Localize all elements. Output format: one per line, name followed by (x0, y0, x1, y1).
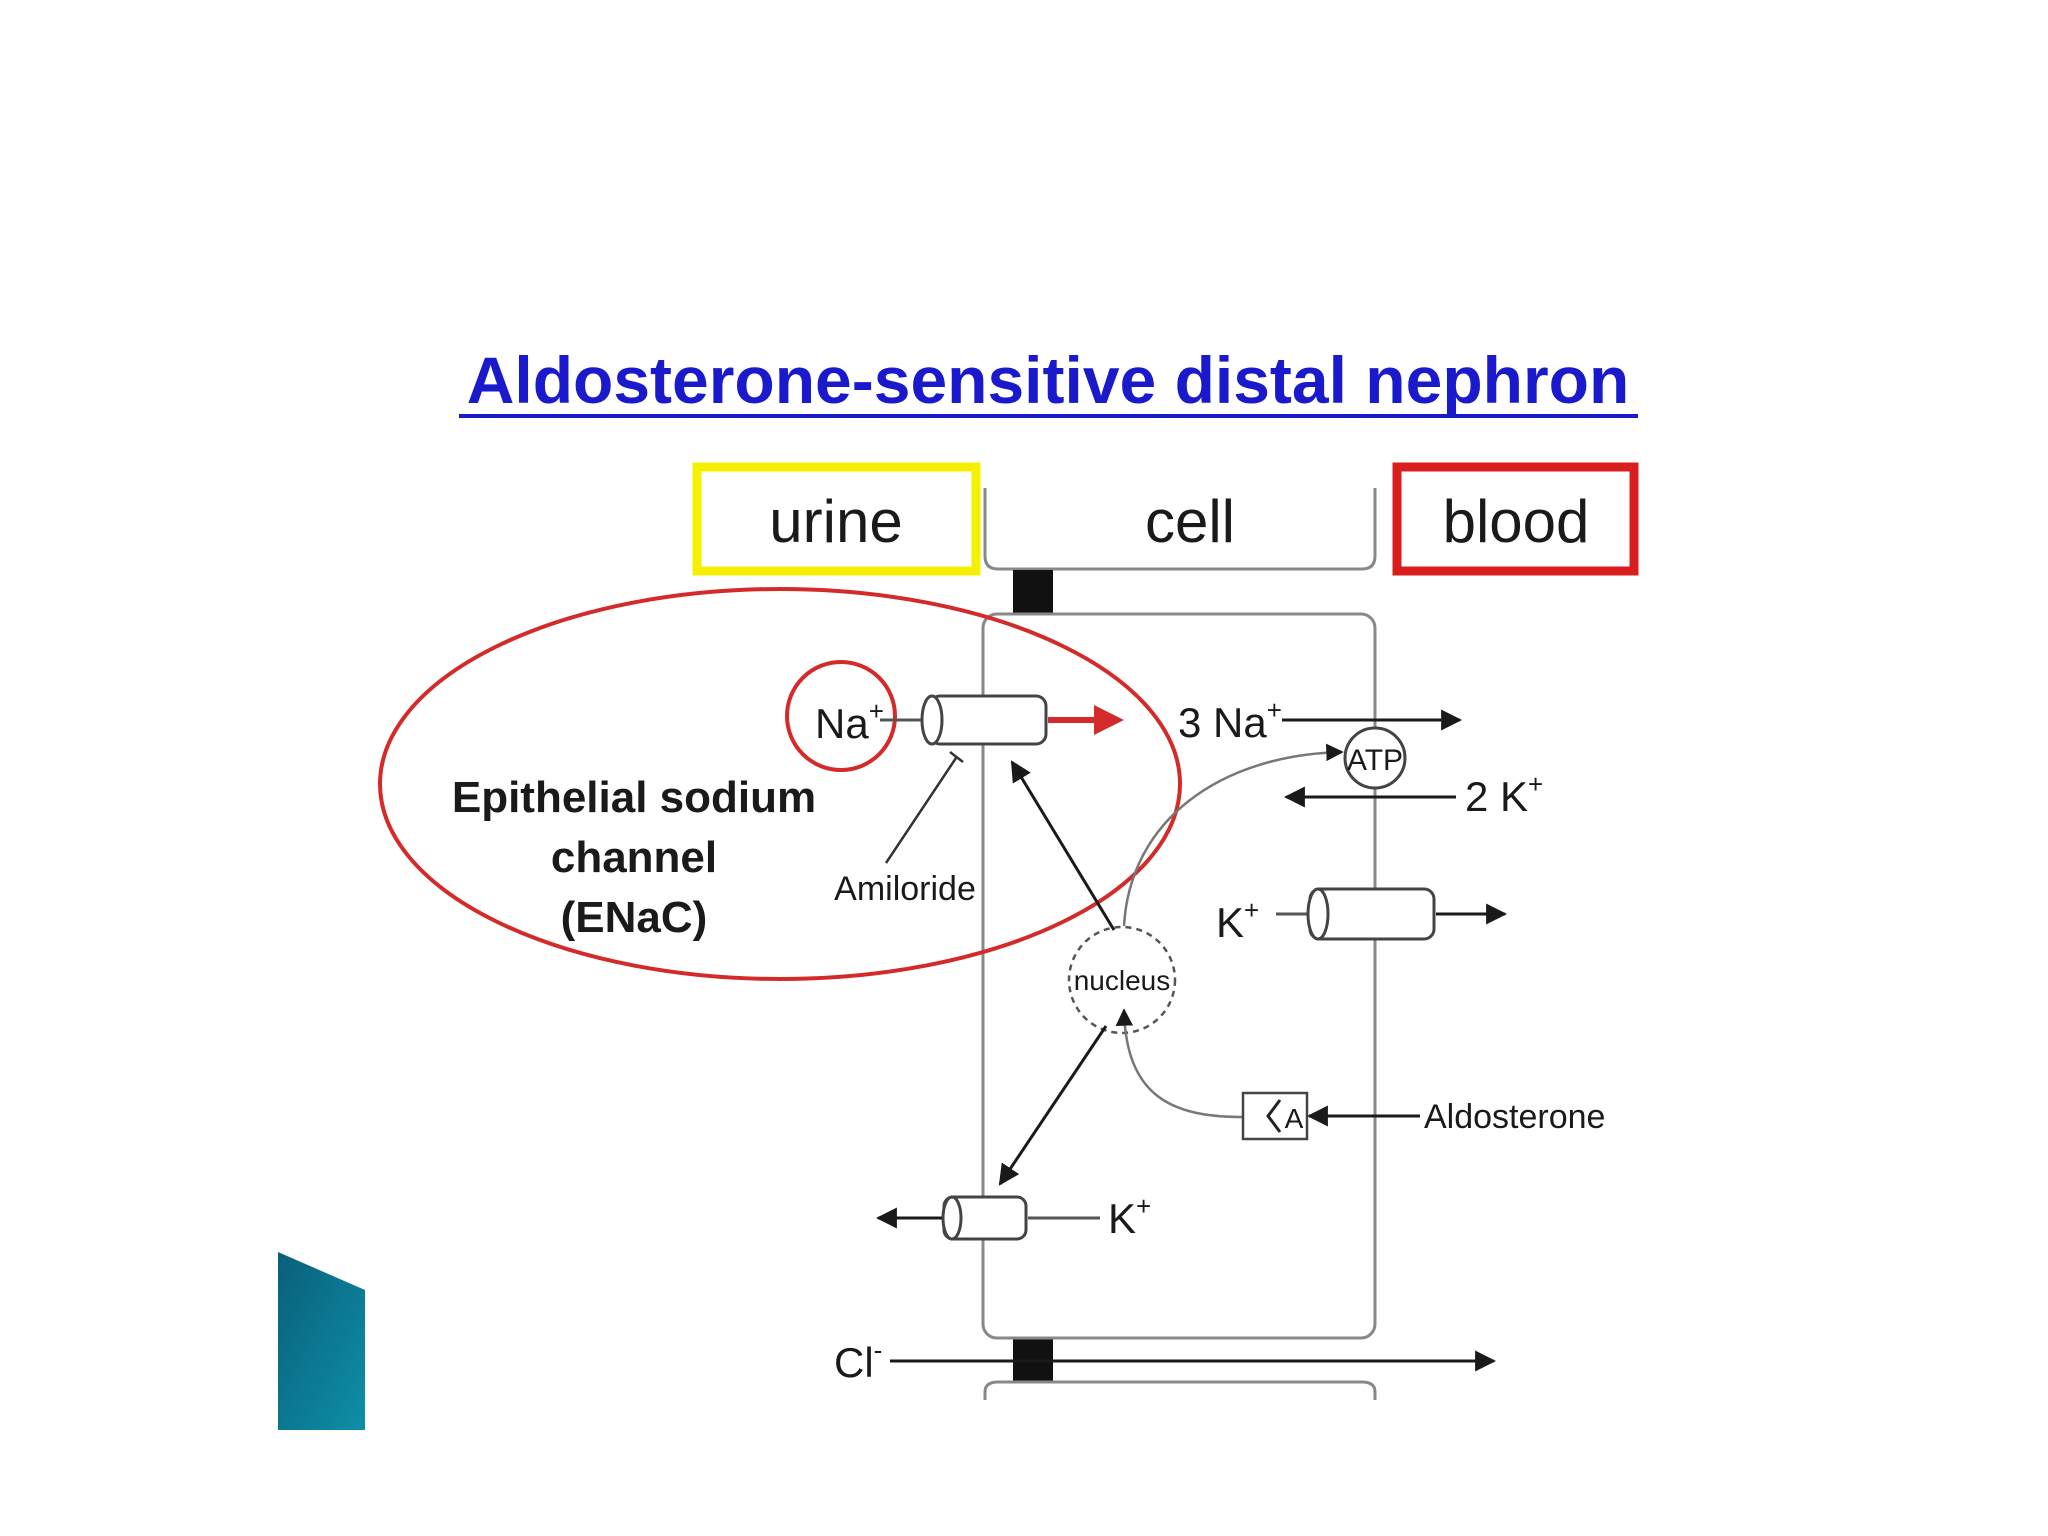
cell-outline (981, 612, 1377, 1340)
enac-label-line3: (ENaC) (561, 893, 708, 942)
k-apical-channel (941, 1195, 1028, 1241)
page-title: Aldosterone-sensitive distal nephron (467, 343, 1630, 417)
k-apical-label: K+ (1108, 1191, 1151, 1242)
amiloride-arrow (884, 757, 958, 864)
enac-label-line1: Epithelial sodium (452, 773, 816, 822)
na-apical-symbol: Na (815, 700, 869, 747)
blood-box (1392, 462, 1639, 576)
enac-highlight-ellipse (378, 587, 1182, 981)
slide-corner-accent (278, 1252, 365, 1430)
two-k-label: 2 K+ (1465, 769, 1543, 820)
enac-channel (920, 694, 1048, 746)
three-na-label: 3 Na+ (1178, 695, 1282, 746)
nucleus-to-k-channel-arrow (998, 1025, 1108, 1186)
two-k-charge: + (1528, 769, 1543, 799)
cell-bracket (983, 488, 1377, 571)
cl-charge: - (874, 1335, 883, 1365)
k-apical-charge: + (1136, 1191, 1151, 1221)
tight-junction-top (1013, 570, 1053, 614)
k-basolateral-channel (1306, 887, 1436, 941)
three-na-charge: + (1267, 695, 1282, 725)
nucleus-to-enac-arrow (1010, 760, 1116, 931)
k-basolateral-label: K+ (1216, 895, 1259, 946)
amiloride-label: Amiloride (834, 870, 976, 908)
k-apical-symbol: K (1108, 1195, 1136, 1242)
two-k-text: 2 K (1465, 773, 1528, 820)
enac-label-line2: channel (551, 833, 717, 882)
blood-label: blood (1443, 488, 1590, 555)
atp-pump (1343, 726, 1407, 790)
amiloride-block-bar (949, 751, 964, 763)
na-apical-label: Na+ (815, 696, 884, 747)
na-highlight-circle (785, 660, 897, 772)
urine-label: urine (769, 488, 902, 555)
k-basolateral-symbol: K (1216, 899, 1244, 946)
urine-box (692, 462, 981, 576)
receptor-label: A (1285, 1103, 1304, 1134)
k-basolateral-charge: + (1244, 895, 1259, 925)
mineralocorticoid-receptor (1241, 1091, 1309, 1141)
nucleus-to-atpase-arrow (1122, 743, 1344, 927)
receptor-notch-icon (1266, 1099, 1282, 1133)
atp-label: ATP (1347, 744, 1403, 777)
three-na-text: 3 Na (1178, 699, 1267, 746)
aldosterone-label: Aldosterone (1424, 1098, 1605, 1136)
nucleus-label: nucleus (1074, 965, 1171, 996)
cell-label: cell (1145, 488, 1235, 555)
receptor-to-nucleus-arrow (1115, 1008, 1243, 1119)
cl-label: Cl- (834, 1335, 882, 1386)
cl-symbol: Cl (834, 1339, 874, 1386)
nucleus (1067, 925, 1177, 1035)
next-cell-outline (983, 1380, 1377, 1400)
